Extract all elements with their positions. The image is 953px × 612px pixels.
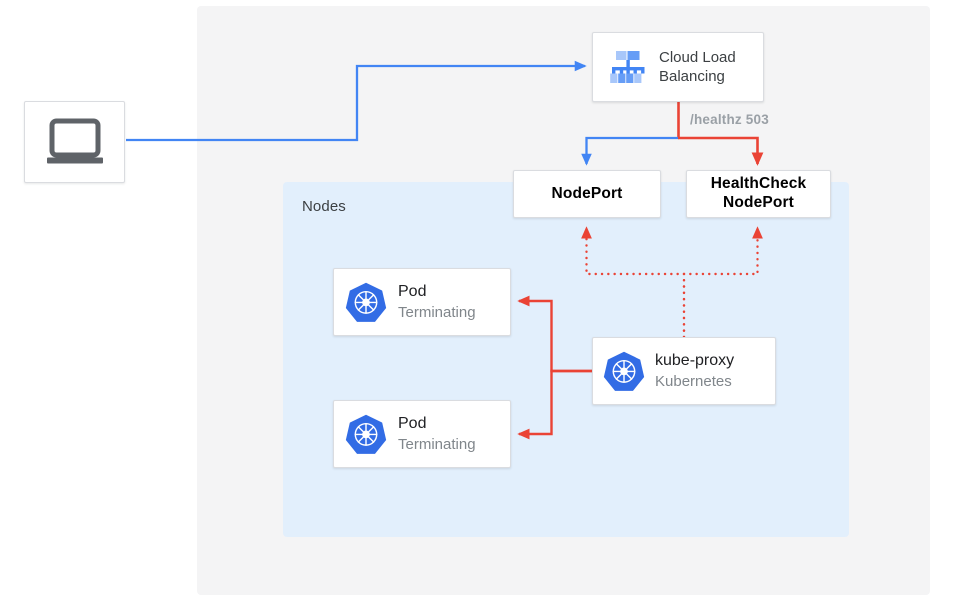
pod-2-title: Pod: [398, 415, 427, 433]
kube-proxy-subtitle: Kubernetes: [655, 372, 732, 390]
pod-1-title: Pod: [398, 283, 427, 301]
cloud-load-balancing-node[interactable]: Cloud Load Balancing: [592, 32, 764, 102]
laptop-icon: [44, 117, 106, 167]
pod-1-text: Pod Terminating: [398, 282, 476, 322]
healthcheck-nodeport-label: HealthCheck NodePort: [687, 175, 830, 213]
healthcheck-nodeport-line-2: NodePort: [723, 194, 794, 211]
pod-node-2[interactable]: Pod Terminating: [333, 400, 511, 468]
kubernetes-icon: [334, 413, 398, 455]
nodes-region-label: Nodes: [302, 198, 346, 215]
pod-node-1[interactable]: Pod Terminating: [333, 268, 511, 336]
kubernetes-icon: [593, 350, 655, 392]
nodeport-label: NodePort: [551, 184, 623, 202]
healthz-edge-label: /healthz 503: [690, 112, 769, 127]
pod-2-status: Terminating: [398, 435, 476, 453]
kubernetes-icon: [334, 281, 398, 323]
healthcheck-nodeport-line-1: HealthCheck: [710, 175, 807, 193]
nodeport-node[interactable]: NodePort: [513, 170, 661, 218]
pod-2-text: Pod Terminating: [398, 414, 476, 454]
healthcheck-nodeport-node[interactable]: HealthCheck NodePort: [686, 170, 831, 218]
clb-title-line-2: Balancing: [659, 68, 725, 85]
cloud-load-balancing-text: Cloud Load Balancing: [659, 48, 736, 86]
kube-proxy-node[interactable]: kube-proxy Kubernetes: [592, 337, 776, 405]
cloud-load-balancing-icon: [597, 46, 659, 88]
kube-proxy-title: kube-proxy: [655, 352, 735, 370]
client-node[interactable]: [24, 101, 125, 183]
pod-1-status: Terminating: [398, 303, 476, 321]
clb-title-line-1: Cloud Load: [659, 48, 736, 66]
kube-proxy-text: kube-proxy Kubernetes: [655, 351, 734, 391]
